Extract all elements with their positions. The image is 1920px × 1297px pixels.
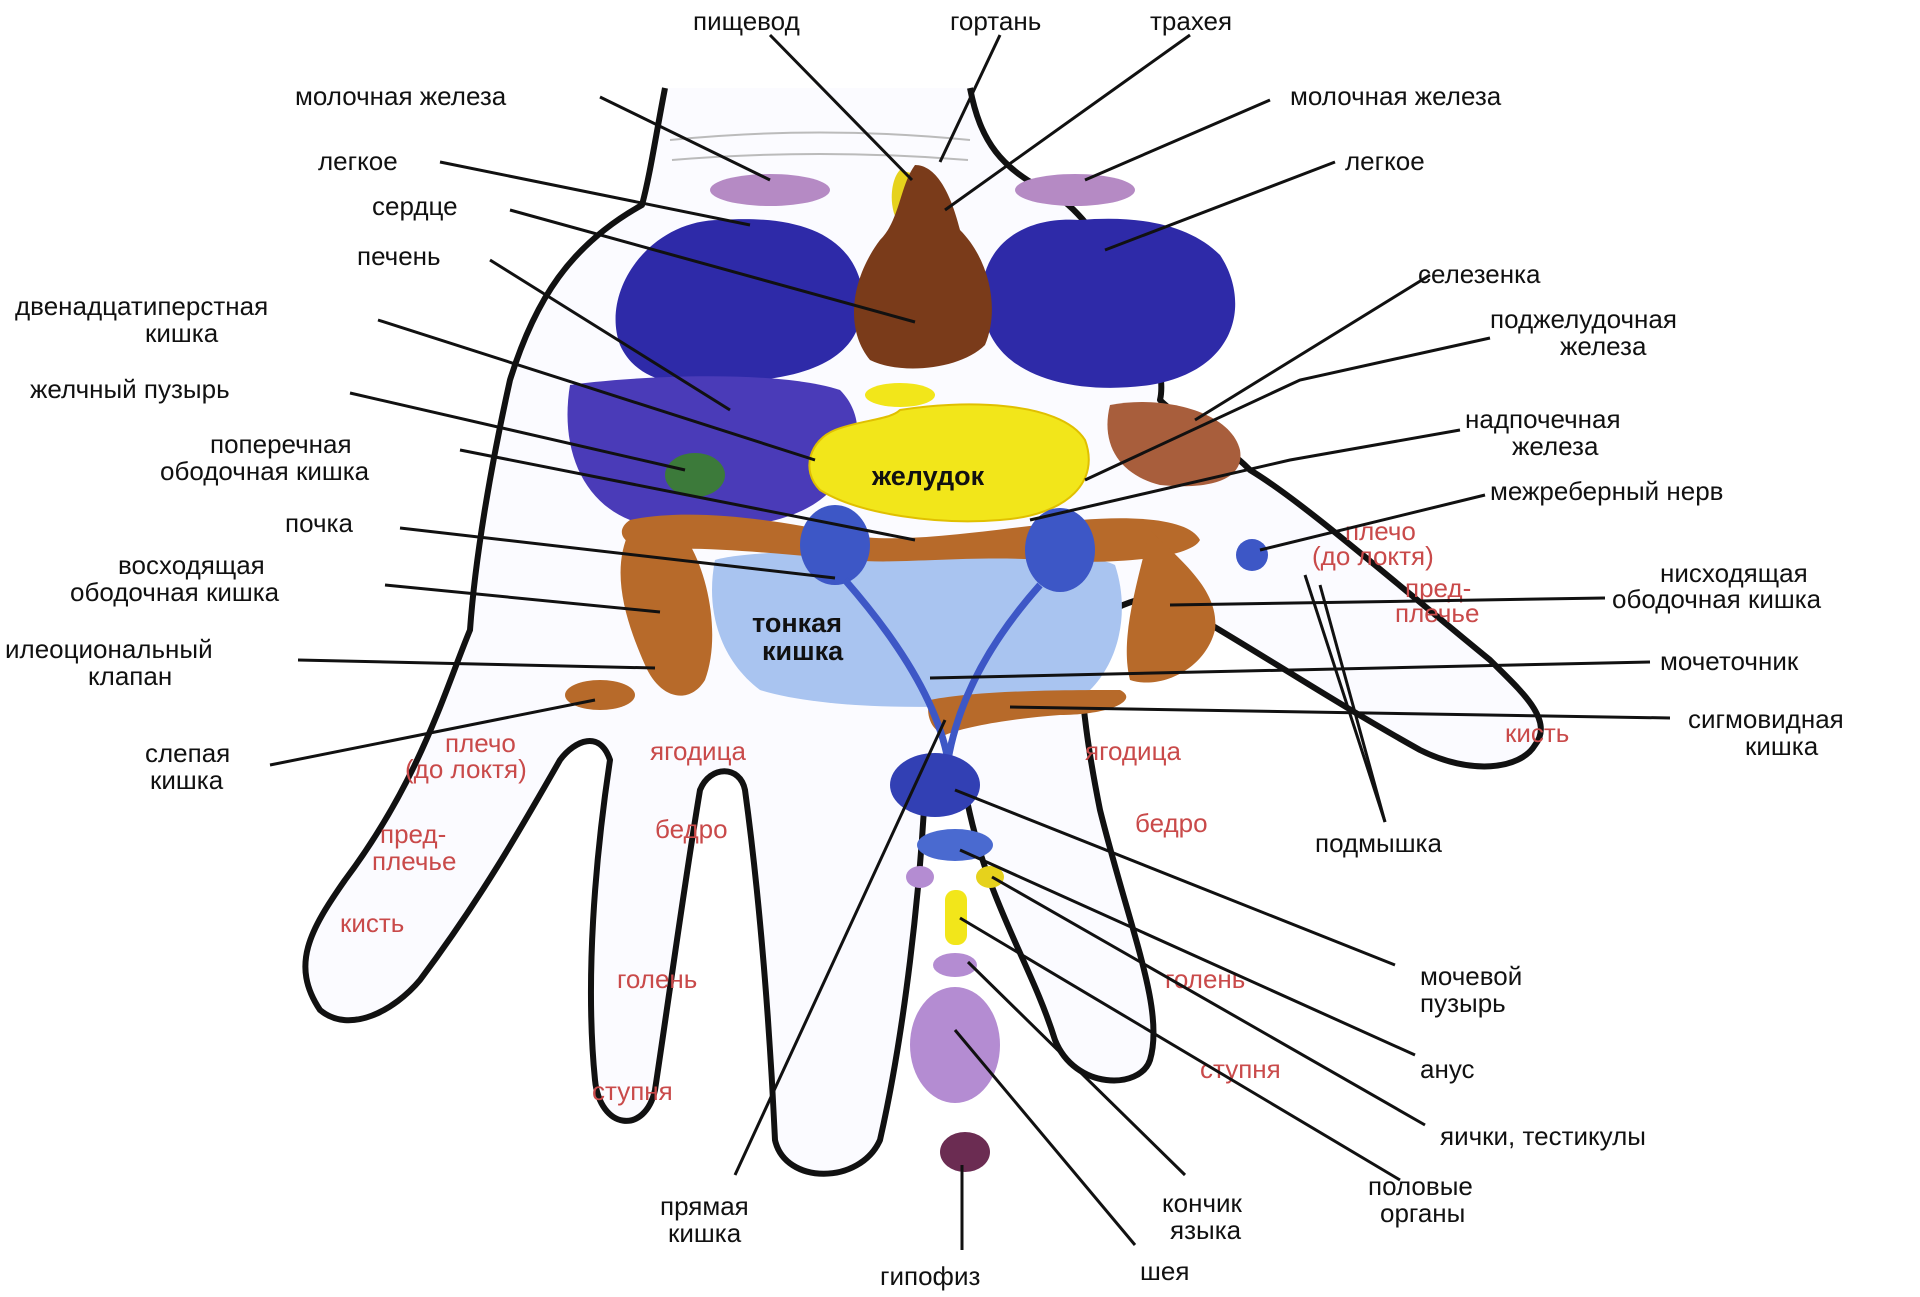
label-pancreas-1: поджелудочная	[1490, 304, 1677, 334]
label-lung-right: легкое	[1345, 146, 1425, 176]
label-breast-left: молочная железа	[295, 81, 507, 111]
label-lung-left: легкое	[318, 146, 398, 176]
leader-breast-right	[1085, 100, 1270, 180]
label-adrenal-1: надпочечная	[1465, 404, 1621, 434]
thumb-shoulder-2: (до локтя)	[405, 754, 527, 784]
label-cecum-2: кишка	[150, 765, 224, 795]
label-spleen: селезенка	[1418, 259, 1541, 289]
label-sigmoid-1: сигмовидная	[1688, 704, 1844, 734]
leader-genitals	[960, 918, 1400, 1180]
intercostal-dot	[1236, 539, 1268, 571]
label-ileocecal-1: илеоционaльный	[5, 634, 213, 664]
label-duodenum-1: двенадцатиперстная	[15, 291, 268, 321]
label-tongue-tip-1: кончик	[1162, 1188, 1243, 1218]
pancreas-zone	[865, 383, 935, 407]
anus-zone	[917, 829, 993, 861]
thumb-forearm-2: плечье	[372, 846, 456, 876]
genital-strip-zone	[945, 890, 967, 945]
cecum-zone	[565, 680, 635, 710]
left-foot: ступня	[592, 1076, 673, 1106]
label-descending-colon-2: ободочная кишка	[1612, 584, 1822, 614]
label-neck: шея	[1140, 1256, 1189, 1286]
neck-zone	[910, 987, 1000, 1103]
small-intestine-text-1: тонкая	[752, 608, 842, 638]
label-testicles: яички, тестикулы	[1440, 1121, 1646, 1151]
label-pancreas-2: железа	[1560, 331, 1647, 361]
leader-sigmoid	[1010, 707, 1670, 718]
right-shin: голень	[1165, 964, 1245, 994]
thumb-forearm-1: пред-	[380, 819, 446, 849]
stomach-text: желудок	[871, 461, 985, 491]
small-intestine-text-2: кишка	[762, 636, 844, 666]
genitals-zone	[906, 866, 934, 888]
label-liver: печень	[357, 241, 441, 271]
kidney-left-zone	[800, 505, 870, 585]
left-thigh: бедро	[655, 814, 728, 844]
label-cecum-1: слепая	[145, 738, 230, 768]
label-armpit: подмышка	[1315, 828, 1443, 858]
label-anus: анус	[1420, 1054, 1475, 1084]
label-ascending-colon-1: восходящая	[118, 550, 265, 580]
label-kidney: почка	[285, 508, 353, 538]
label-genitals-1: половые	[1368, 1171, 1473, 1201]
little-hand: кисть	[1505, 718, 1569, 748]
label-rectum-2: кишка	[668, 1218, 742, 1248]
label-intercostal: межреберный нерв	[1490, 476, 1723, 506]
right-buttock: ягодица	[1085, 736, 1181, 766]
label-bladder-2: пузырь	[1420, 988, 1506, 1018]
pituitary-zone	[940, 1132, 990, 1172]
label-sigmoid-2: кишка	[1745, 731, 1819, 761]
label-breast-right: молочная железа	[1290, 81, 1502, 111]
breast-right-zone	[1015, 174, 1135, 206]
label-heart: сердце	[372, 191, 458, 221]
label-tongue-tip-2: языка	[1170, 1215, 1242, 1245]
label-ileocecal-2: клапан	[88, 661, 172, 691]
label-esophagus: пищевод	[693, 6, 800, 36]
label-rectum-1: прямая	[660, 1191, 749, 1221]
lung-right-zone	[982, 219, 1235, 388]
label-gallbladder: желчный пузырь	[30, 374, 230, 404]
left-buttock: ягодица	[650, 736, 746, 766]
label-larynx: гортань	[950, 6, 1041, 36]
leader-lung-right	[1105, 162, 1335, 250]
right-thigh: бедро	[1135, 808, 1208, 838]
label-adrenal-2: железа	[1512, 431, 1599, 461]
label-duodenum-2: кишка	[145, 318, 219, 348]
label-transverse-colon-1: поперечная	[210, 429, 352, 459]
left-shin: голень	[617, 964, 697, 994]
label-trachea: трахея	[1150, 6, 1232, 36]
label-bladder-1: мочевой	[1420, 961, 1522, 991]
label-transverse-colon-2: ободочная кишка	[160, 456, 370, 486]
label-ureter: мочеточник	[1660, 646, 1799, 676]
little-shoulder-2: (до локтя)	[1312, 541, 1434, 571]
label-pituitary: гипофиз	[880, 1261, 980, 1291]
kidney-right-zone	[1025, 508, 1095, 592]
thumb-hand: кисть	[340, 908, 404, 938]
label-ascending-colon-2: ободочная кишка	[70, 577, 280, 607]
label-genitals-2: органы	[1380, 1198, 1465, 1228]
gallbladder-zone	[665, 453, 725, 497]
